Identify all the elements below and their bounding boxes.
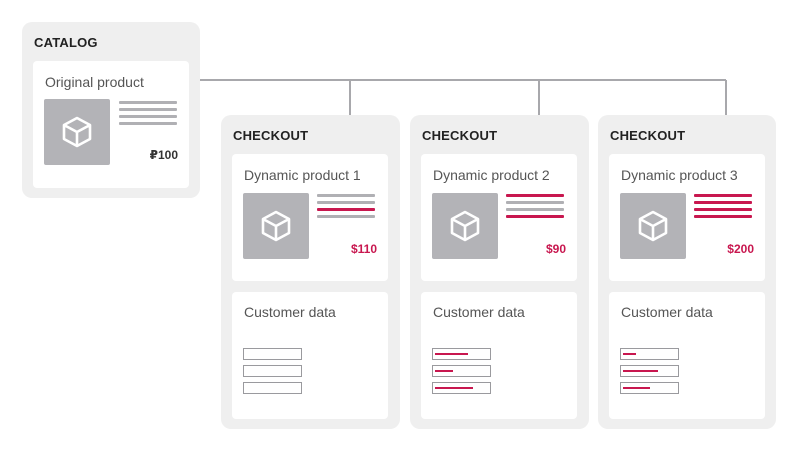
description-line [119, 101, 177, 104]
cube-icon [62, 116, 92, 148]
checkout-panel-1: CHECKOUT Dynamic product 1 $110 Customer… [221, 115, 400, 429]
customer-field-3[interactable] [243, 382, 302, 394]
checkout-title: CHECKOUT [233, 128, 309, 143]
customer-data-card[interactable]: Customer data [232, 292, 388, 419]
checkout-panel-2: CHECKOUT Dynamic product 2 $90 Customer … [410, 115, 589, 429]
field-value-3 [623, 387, 650, 389]
dynamic-product-title: Dynamic product 3 [621, 167, 738, 183]
catalog-title: CATALOG [34, 35, 98, 50]
description-line [119, 115, 177, 118]
dynamic-price: $110 [350, 242, 377, 256]
customer-field-1[interactable] [243, 348, 302, 360]
dynamic-price: $200 [727, 242, 754, 256]
customer-field-2[interactable] [243, 365, 302, 377]
description-line [506, 208, 564, 211]
description-line [694, 194, 752, 197]
field-value-1 [435, 353, 468, 355]
customer-field-1[interactable] [620, 348, 679, 360]
original-product-title: Original product [45, 74, 144, 90]
cube-icon [638, 210, 668, 242]
description-line [506, 194, 564, 197]
original-price: ₽100 [149, 148, 178, 162]
checkout-title: CHECKOUT [610, 128, 686, 143]
checkout-title: CHECKOUT [422, 128, 498, 143]
customer-field-1[interactable] [432, 348, 491, 360]
customer-field-2[interactable] [432, 365, 491, 377]
field-value-3 [435, 387, 474, 389]
cube-icon [450, 210, 480, 242]
cube-icon [261, 210, 291, 242]
product-image [432, 193, 498, 259]
description-line [694, 208, 752, 211]
customer-data-card[interactable]: Customer data [609, 292, 765, 419]
description-line [317, 208, 375, 211]
customer-data-label: Customer data [621, 304, 713, 320]
description-line [694, 215, 752, 218]
original-product-card[interactable]: Original product ₽100 [33, 61, 189, 188]
customer-data-card[interactable]: Customer data [421, 292, 577, 419]
customer-field-3[interactable] [432, 382, 491, 394]
description-line [317, 215, 375, 218]
description-line [506, 215, 564, 218]
dynamic-product-card[interactable]: Dynamic product 2 $90 [421, 154, 577, 281]
description-line [119, 108, 177, 111]
dynamic-product-title: Dynamic product 1 [244, 167, 361, 183]
dynamic-product-title: Dynamic product 2 [433, 167, 550, 183]
dynamic-price: $90 [545, 242, 566, 256]
catalog-panel: CATALOG Original product ₽100 [22, 22, 200, 198]
customer-field-2[interactable] [620, 365, 679, 377]
field-value-1 [623, 353, 636, 355]
dynamic-product-card[interactable]: Dynamic product 3 $200 [609, 154, 765, 281]
description-line [694, 201, 752, 204]
description-line [317, 201, 375, 204]
field-value-2 [623, 370, 658, 372]
description-line [317, 194, 375, 197]
product-image [44, 99, 110, 165]
customer-field-3[interactable] [620, 382, 679, 394]
product-image [243, 193, 309, 259]
customer-data-label: Customer data [244, 304, 336, 320]
description-line [119, 122, 177, 125]
field-value-2 [435, 370, 454, 372]
product-image [620, 193, 686, 259]
description-line [506, 201, 564, 204]
dynamic-product-card[interactable]: Dynamic product 1 $110 [232, 154, 388, 281]
checkout-panel-3: CHECKOUT Dynamic product 3 $200 Customer… [598, 115, 776, 429]
customer-data-label: Customer data [433, 304, 525, 320]
